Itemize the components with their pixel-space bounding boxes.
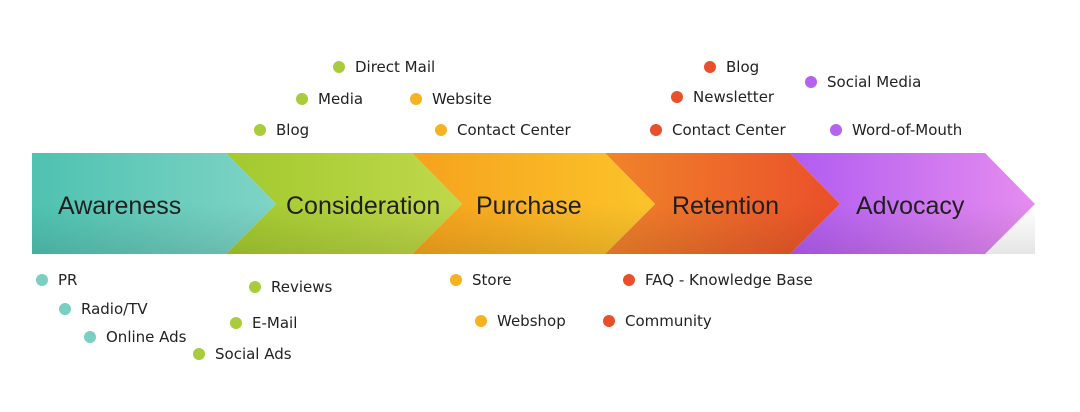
touchpoint-label: Blog [726,58,760,76]
touchpoint-item: Webshop [475,312,566,330]
touchpoint-item: Blog [254,121,309,139]
touchpoint-label: Blog [276,121,310,139]
bullet-dot-icon [296,93,308,105]
bullet-dot-icon [450,274,462,286]
bullet-dot-icon [623,274,635,286]
touchpoint-label: Store [472,271,512,289]
stage-label-purchase: Purchase [476,192,582,220]
touchpoint-label: Community [625,312,712,330]
bullet-dot-icon [650,124,662,136]
touchpoint-item: Social Media [805,73,921,91]
touchpoint-item: Reviews [249,278,332,296]
bullet-dot-icon [435,124,447,136]
bullet-dot-icon [830,124,842,136]
touchpoint-label: E-Mail [252,314,298,332]
touchpoint-item: Newsletter [671,88,774,106]
bullet-dot-icon [805,76,817,88]
touchpoint-label: Word-of-Mouth [852,121,963,139]
bullet-dot-icon [603,315,615,327]
touchpoint-label: Online Ads [106,328,187,346]
bullet-dot-icon [36,274,48,286]
touchpoint-label: Website [432,90,492,108]
touchpoint-item: Word-of-Mouth [830,121,962,139]
bullet-dot-icon [193,348,205,360]
touchpoint-label: FAQ - Knowledge Base [645,271,813,289]
touchpoint-item: E-Mail [230,314,297,332]
touchpoint-item: Store [450,271,512,289]
bullet-dot-icon [671,91,683,103]
touchpoint-item: Online Ads [84,328,187,346]
bullet-dot-icon [410,93,422,105]
bullet-dot-icon [59,303,71,315]
stage-label-advocacy: Advocacy [856,192,965,220]
touchpoint-item: FAQ - Knowledge Base [623,271,813,289]
bullet-dot-icon [704,61,716,73]
touchpoint-item: Radio/TV [59,300,148,318]
touchpoint-label: Contact Center [457,121,571,139]
touchpoint-item: Blog [704,58,759,76]
touchpoint-item: PR [36,271,77,289]
bullet-dot-icon [230,317,242,329]
touchpoint-label: Social Ads [215,345,292,363]
touchpoint-label: Webshop [497,312,566,330]
touchpoint-label: Media [318,90,364,108]
touchpoint-item: Media [296,90,363,108]
stage-label-awareness: Awareness [58,192,182,220]
stage-label-consideration: Consideration [286,192,441,220]
bullet-dot-icon [333,61,345,73]
touchpoint-item: Website [410,90,492,108]
touchpoint-label: Reviews [271,278,333,296]
touchpoint-item: Direct Mail [333,58,435,76]
bullet-dot-icon [475,315,487,327]
bullet-dot-icon [249,281,261,293]
touchpoint-item: Social Ads [193,345,292,363]
touchpoint-label: Newsletter [693,88,775,106]
touchpoint-item: Community [603,312,712,330]
arrow-shading [32,204,1035,254]
touchpoint-item: Contact Center [435,121,571,139]
bullet-dot-icon [84,331,96,343]
touchpoint-label: Contact Center [672,121,786,139]
touchpoint-label: Social Media [827,73,922,91]
stage-label-retention: Retention [672,192,780,220]
touchpoint-label: Radio/TV [81,300,148,318]
touchpoint-label: Direct Mail [355,58,436,76]
touchpoint-label: PR [58,271,78,289]
touchpoint-item: Contact Center [650,121,786,139]
bullet-dot-icon [254,124,266,136]
